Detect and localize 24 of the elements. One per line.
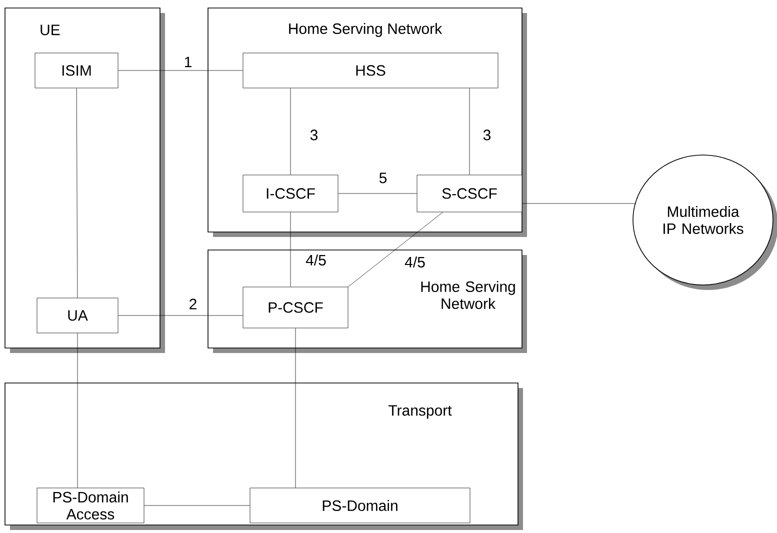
function-box: I-CSCF (242, 174, 338, 212)
connector-line (338, 193, 417, 194)
connector-line (118, 315, 243, 316)
connector-line (290, 212, 291, 287)
function-box: HSS (242, 52, 498, 88)
edge-label: 3 (482, 128, 492, 142)
edge-label: 4/5 (304, 253, 328, 266)
connector-line (290, 88, 291, 175)
connector-line (76, 88, 78, 298)
connector-line (118, 70, 243, 71)
edge-label: 3 (308, 128, 320, 142)
edge-label: 4/5 (404, 255, 426, 268)
function-box: PS-Domain (250, 488, 470, 524)
connector-line (77, 332, 78, 488)
connector-line (522, 203, 636, 204)
function-box: PS-Domain Access (36, 488, 144, 524)
connector-line (348, 212, 443, 287)
function-box: UA (36, 298, 118, 334)
function-box: ISIM (34, 52, 118, 88)
function-box: P-CSCF (242, 286, 348, 328)
function-box: S-CSCF (416, 174, 522, 212)
connector-line (469, 88, 470, 175)
connector-line (144, 505, 250, 506)
connector-line (295, 328, 296, 488)
